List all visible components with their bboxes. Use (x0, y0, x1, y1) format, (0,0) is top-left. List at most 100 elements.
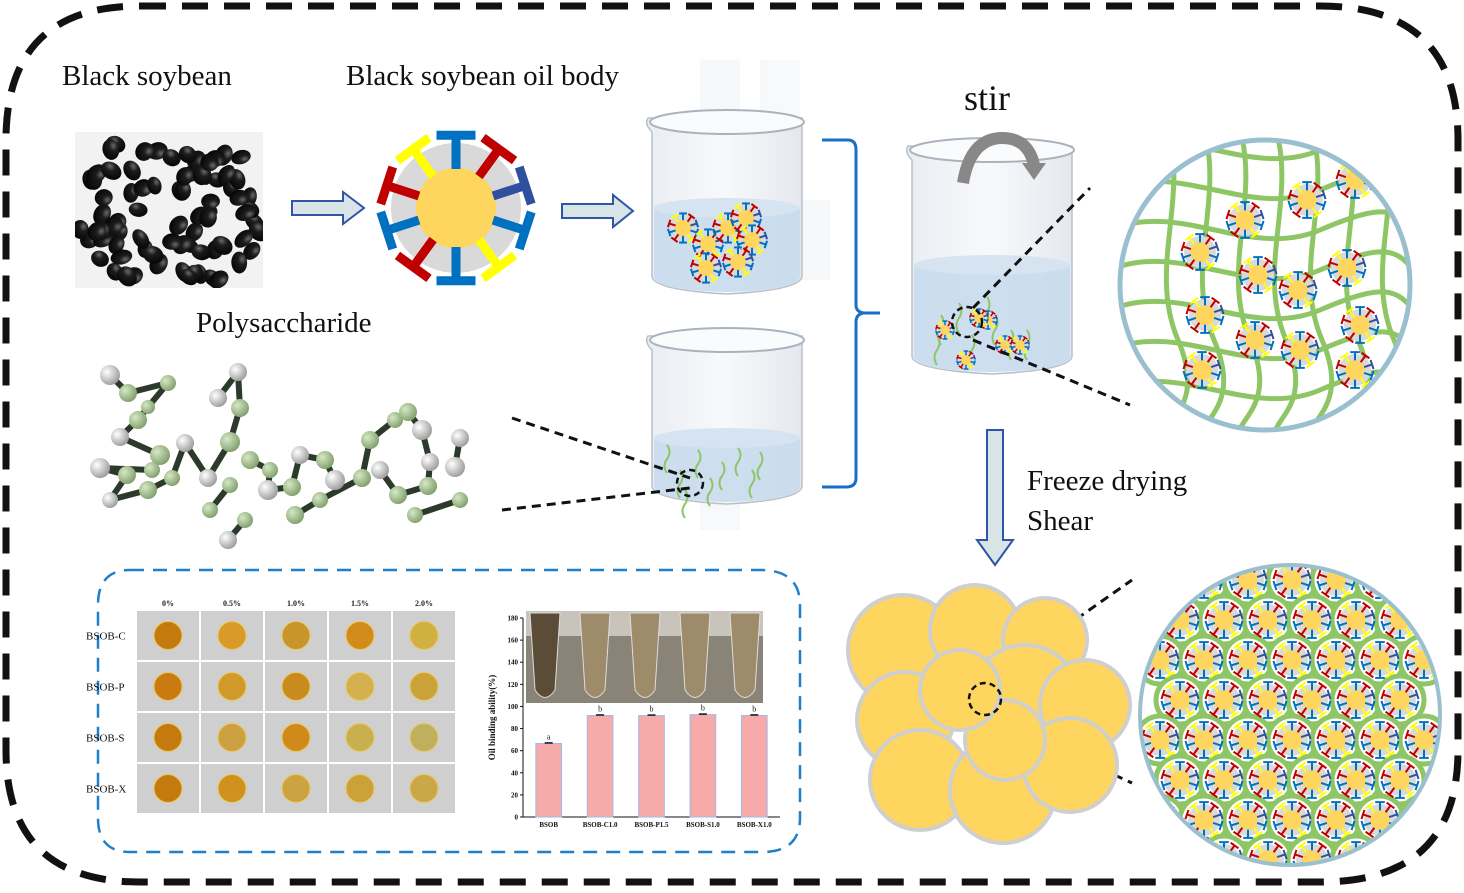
protein-stem (1388, 653, 1398, 658)
protein-stem (1362, 733, 1372, 738)
protein-stem (1384, 644, 1392, 653)
protein-stem (1412, 644, 1420, 653)
oil-body (1235, 321, 1275, 359)
membrane (1364, 565, 1396, 596)
protein-head (715, 213, 724, 220)
oil-core (1000, 340, 1010, 350)
protein-head (1160, 860, 1166, 865)
protein-head (1248, 700, 1254, 711)
protein-stem (1213, 868, 1218, 875)
protein-head (1350, 809, 1356, 820)
protein-head (721, 262, 727, 271)
protein-head (1361, 190, 1371, 199)
protein-stem (668, 229, 676, 234)
protein-stem (1300, 813, 1310, 818)
protein-head (981, 308, 987, 313)
protein-head (742, 270, 751, 277)
protein-stem (1249, 227, 1257, 236)
protein-head (1362, 681, 1372, 690)
protein-stem (1148, 667, 1156, 676)
protein-stem (1345, 868, 1350, 875)
protein-stem (1186, 582, 1196, 587)
protein-stem (409, 146, 437, 180)
protein-stem (718, 233, 725, 241)
protein-stem (1364, 613, 1374, 618)
oil-body (1248, 601, 1288, 639)
protein-head (1319, 872, 1327, 878)
soybean (94, 189, 113, 207)
protein-head (732, 236, 741, 243)
protein-head (1340, 841, 1350, 850)
oil-body (689, 252, 723, 284)
protein-stem (1212, 822, 1222, 827)
protein-head (1335, 180, 1341, 191)
protein-stem (1186, 868, 1191, 875)
protein-head (1228, 729, 1234, 740)
protein-head (1254, 590, 1264, 599)
oil-core (1370, 650, 1390, 670)
protein-stem (1164, 644, 1172, 653)
protein-stem (1388, 684, 1396, 693)
protein-stem (1228, 707, 1236, 716)
zoom-marker (675, 468, 705, 498)
protein-stem (1388, 844, 1396, 853)
y-tick-label: 20 (511, 791, 519, 799)
protein-stem (1168, 604, 1176, 613)
protein-stem (1186, 573, 1196, 578)
bar (740, 715, 768, 818)
protein-stem (1324, 827, 1332, 836)
protein-head (1262, 580, 1268, 591)
protein-head (1306, 569, 1312, 580)
protein-head (1242, 256, 1252, 265)
protein-stem (1324, 747, 1332, 756)
protein-stem (1368, 827, 1376, 836)
oil-body (1160, 841, 1200, 878)
protein-stem (696, 273, 703, 281)
protein-head (1208, 630, 1218, 639)
water (654, 438, 800, 502)
protein-head (1166, 872, 1174, 878)
soybean (147, 176, 162, 195)
protein-stem (1164, 587, 1172, 596)
oil-body (1204, 761, 1244, 799)
protein-head (1264, 256, 1274, 265)
results-inset-frame (96, 568, 802, 854)
protein-stem (1206, 773, 1216, 778)
protein-stem (1233, 204, 1241, 213)
protein-head (1362, 601, 1372, 610)
protein-stem (1340, 667, 1348, 676)
protein-head (1274, 841, 1284, 850)
merge-bracket (822, 138, 880, 489)
protein-head (1414, 609, 1420, 620)
protein-stem (1300, 653, 1310, 658)
protein-head (1262, 740, 1268, 751)
protein-stem (1294, 782, 1304, 787)
protein-head (1360, 820, 1366, 831)
protein-head (995, 314, 998, 320)
protein-stem (691, 269, 699, 274)
protein-stem (1188, 622, 1198, 627)
protein-stem (1340, 565, 1348, 573)
protein-stem (1359, 164, 1367, 173)
protein-head (1278, 290, 1284, 301)
polysaccharide-strand (734, 447, 742, 477)
protein-head (1282, 860, 1288, 865)
protein-head (1292, 780, 1298, 791)
protein-head (670, 236, 679, 243)
protein-stem (690, 229, 698, 234)
protein-head (1274, 790, 1284, 799)
protein-head (1262, 809, 1268, 820)
protein-head (1208, 601, 1218, 610)
protein-stem (1388, 573, 1398, 578)
protein-stem (1408, 613, 1418, 618)
protein-stem (668, 222, 676, 227)
protein-stem (718, 215, 725, 223)
protein-head (1370, 780, 1376, 791)
protein-head (1336, 860, 1342, 865)
protein-stem (1148, 747, 1156, 756)
oil-core (737, 209, 755, 227)
protein-stem (1294, 622, 1304, 627)
protein-head (1380, 620, 1386, 631)
protein-stem (1382, 702, 1392, 707)
protein-stem (1318, 813, 1328, 818)
